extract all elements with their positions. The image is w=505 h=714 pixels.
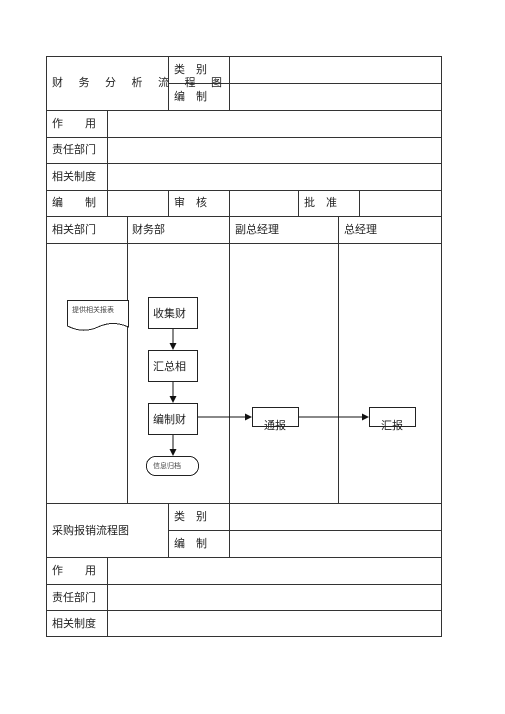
- summarize-label: 汇总相: [153, 360, 186, 373]
- section2-title: 采购报销流程图: [52, 524, 129, 537]
- section1-title: 财 务 分 析 流 程 图: [52, 76, 228, 89]
- compile-label: 编制财: [153, 413, 186, 426]
- lane-vp: 副总经理: [235, 223, 279, 236]
- lane-gm: 总经理: [344, 223, 377, 236]
- section2-dept-label: 责任部门: [52, 591, 96, 604]
- summarize-box: [148, 350, 198, 382]
- lane-finance: 财务部: [132, 223, 165, 236]
- section1-approve-label: 批 准: [304, 196, 337, 209]
- report-box: [369, 407, 416, 427]
- notify-label: 通报: [264, 419, 286, 432]
- section1-purpose-label: 作 用: [52, 117, 96, 130]
- section1-review-label: 审 核: [174, 196, 207, 209]
- section1-compile-label: 编 制: [174, 90, 207, 103]
- section1-policy-label: 相关制度: [52, 170, 96, 183]
- archive-terminal: [146, 456, 199, 476]
- section2-compile-label: 编 制: [174, 537, 207, 550]
- compile-box: [148, 403, 198, 435]
- collect-box: [148, 297, 198, 329]
- section2-policy-label: 相关制度: [52, 617, 96, 630]
- archive-label: 信息归档: [153, 462, 181, 470]
- section1-category-label: 类 别: [174, 63, 207, 76]
- section2-category-label: 类 别: [174, 510, 207, 523]
- collect-label: 收集财: [153, 307, 186, 320]
- section2-purpose-label: 作 用: [52, 564, 96, 577]
- section1-editor-label: 编 制: [52, 196, 96, 209]
- section1-dept-label: 责任部门: [52, 143, 96, 156]
- notify-box: [252, 407, 299, 427]
- provide-report-shape: [67, 300, 129, 331]
- provide-report-label: 提供相关报表: [72, 306, 114, 314]
- lane-related-dept: 相关部门: [52, 223, 96, 236]
- report-label: 汇报: [381, 419, 403, 432]
